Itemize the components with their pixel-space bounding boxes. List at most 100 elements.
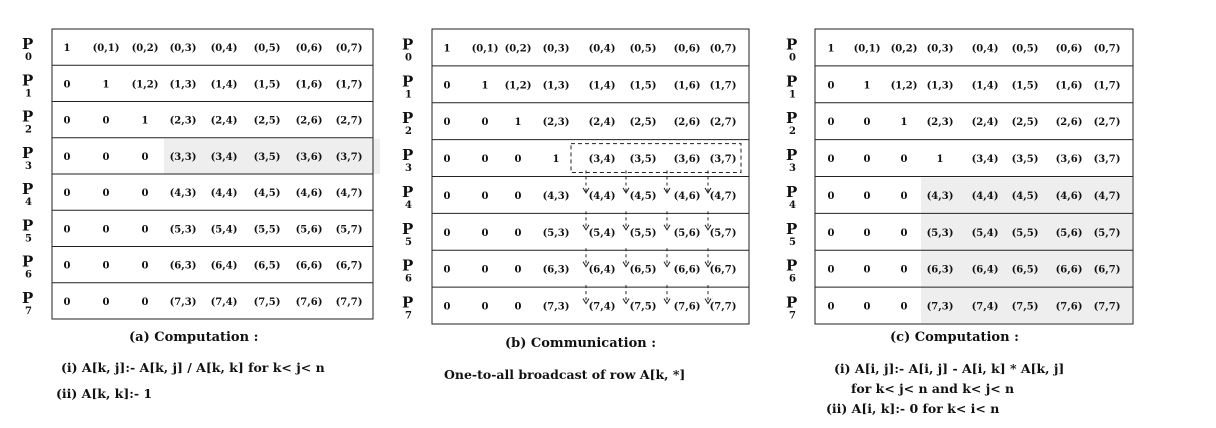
- cell-b-3-0: 0: [444, 154, 451, 165]
- cell-b-3-3: 1: [553, 154, 560, 165]
- cell-b-6-2: 0: [515, 265, 522, 276]
- cell-a-1-1: 1: [103, 79, 110, 90]
- cell-c-0-1: (0,1): [854, 43, 881, 54]
- cell-c-7-2: 0: [901, 302, 908, 313]
- cell-c-4-1: 0: [864, 191, 871, 202]
- cell-b-6-4: (6,4): [589, 265, 616, 276]
- arrow-head-0-6: [582, 261, 590, 268]
- cell-c-7-6: (7,6): [1056, 302, 1083, 313]
- cell-a-6-5: (6,5): [254, 261, 281, 272]
- cell-a-4-2: 0: [142, 188, 149, 199]
- cell-b-5-0: 0: [444, 228, 451, 239]
- cell-a-2-0: 0: [64, 116, 71, 127]
- cell-a-4-7: (4,7): [336, 188, 363, 199]
- processor-index-a-7: 7: [25, 306, 32, 317]
- cell-b-2-7: (2,7): [710, 117, 737, 128]
- arrow-head-2-7: [663, 298, 671, 305]
- cell-b-4-3: (4,3): [543, 191, 570, 202]
- cell-a-6-2: 0: [142, 261, 149, 272]
- cell-c-1-7: (1,7): [1094, 80, 1121, 91]
- processor-index-a-0: 0: [25, 52, 32, 63]
- cell-b-0-4: (0,4): [589, 43, 616, 54]
- processor-label-c-6: P: [786, 257, 797, 275]
- arrow-head-0-4: [582, 187, 590, 194]
- caption-b: (b) Communication :: [505, 336, 657, 351]
- cell-a-2-3: (2,3): [170, 116, 197, 127]
- cell-a-4-6: (4,6): [296, 188, 323, 199]
- cell-b-5-1: 0: [482, 228, 489, 239]
- cell-a-1-5: (1,5): [254, 79, 281, 90]
- cell-c-1-6: (1,6): [1056, 80, 1083, 91]
- broadcast-box: [570, 143, 742, 173]
- cell-a-5-6: (5,6): [296, 224, 323, 235]
- cell-c-6-4: (6,4): [972, 265, 999, 276]
- cell-c-2-4: (2,4): [972, 117, 999, 128]
- cell-a-0-0: 1: [64, 43, 71, 54]
- cell-a-3-2: 0: [142, 152, 149, 163]
- cell-b-5-4: (5,4): [589, 228, 616, 239]
- cell-c-0-4: (0,4): [972, 43, 999, 54]
- cell-c-5-6: (5,6): [1056, 228, 1083, 239]
- cell-b-7-0: 0: [444, 302, 451, 313]
- cell-a-2-5: (2,5): [254, 116, 281, 127]
- cell-b-7-2: 0: [515, 302, 522, 313]
- cell-a-2-4: (2,4): [211, 116, 238, 127]
- cell-a-6-0: 0: [64, 261, 71, 272]
- cell-a-1-0: 0: [64, 79, 71, 90]
- note-a-1: (i) A[k, j]:- A[k, j] / A[k, k] for k< j…: [61, 360, 325, 375]
- cell-b-6-1: 0: [482, 265, 489, 276]
- processor-index-a-4: 4: [25, 197, 32, 208]
- arrow-head-3-4: [704, 187, 712, 194]
- cell-b-4-4: (4,4): [589, 191, 616, 202]
- cell-a-5-1: 0: [103, 224, 110, 235]
- cell-a-5-4: (5,4): [211, 224, 238, 235]
- cell-c-2-6: (2,6): [1056, 117, 1083, 128]
- cell-b-1-0: 0: [444, 80, 451, 91]
- processor-index-a-5: 5: [25, 233, 32, 244]
- cell-c-4-2: 0: [901, 191, 908, 202]
- cell-a-0-2: (0,2): [132, 43, 159, 54]
- cell-c-5-0: 0: [828, 228, 835, 239]
- cell-a-3-0: 0: [64, 152, 71, 163]
- cell-a-7-7: (7,7): [336, 297, 363, 308]
- cell-b-5-6: (5,6): [674, 228, 701, 239]
- processor-label-a-0: P: [22, 35, 33, 53]
- arrow-head-3-7: [704, 298, 712, 305]
- processor-label-c-4: P: [786, 183, 797, 201]
- processor-index-b-4: 4: [405, 200, 412, 211]
- cell-c-5-1: 0: [864, 228, 871, 239]
- shaded-region-a: [164, 138, 380, 174]
- cell-c-2-5: (2,5): [1012, 117, 1039, 128]
- cell-c-5-7: (5,7): [1094, 228, 1121, 239]
- processor-label-c-3: P: [786, 146, 797, 164]
- cell-a-6-6: (6,6): [296, 261, 323, 272]
- cell-c-6-1: 0: [864, 265, 871, 276]
- cell-a-2-6: (2,6): [296, 116, 323, 127]
- cell-a-4-1: 0: [103, 188, 110, 199]
- cell-b-6-7: (6,7): [710, 265, 737, 276]
- cell-a-1-3: (1,3): [170, 79, 197, 90]
- arrow-head-1-6: [622, 261, 630, 268]
- cell-c-4-3: (4,3): [927, 191, 954, 202]
- cell-c-1-2: (1,2): [891, 80, 918, 91]
- processor-index-b-2: 2: [405, 126, 412, 137]
- cell-b-4-1: 0: [482, 191, 489, 202]
- cell-c-1-4: (1,4): [972, 80, 999, 91]
- cell-c-6-6: (6,6): [1056, 265, 1083, 276]
- processor-label-b-6: P: [402, 257, 413, 275]
- arrow-head-2-6: [663, 261, 671, 268]
- cell-b-5-5: (5,5): [630, 228, 657, 239]
- cell-a-4-0: 0: [64, 188, 71, 199]
- processor-label-c-5: P: [786, 220, 797, 238]
- cell-c-6-3: (6,3): [927, 265, 954, 276]
- cell-c-0-7: (0,7): [1094, 43, 1121, 54]
- cell-a-7-0: 0: [64, 297, 71, 308]
- cell-a-6-1: 0: [103, 261, 110, 272]
- cell-a-3-4: (3,4): [211, 152, 238, 163]
- cell-c-3-7: (3,7): [1094, 154, 1121, 165]
- cell-c-0-3: (0,3): [927, 43, 954, 54]
- cell-c-3-2: 0: [901, 154, 908, 165]
- cell-c-3-1: 0: [864, 154, 871, 165]
- cell-c-5-4: (5,4): [972, 228, 999, 239]
